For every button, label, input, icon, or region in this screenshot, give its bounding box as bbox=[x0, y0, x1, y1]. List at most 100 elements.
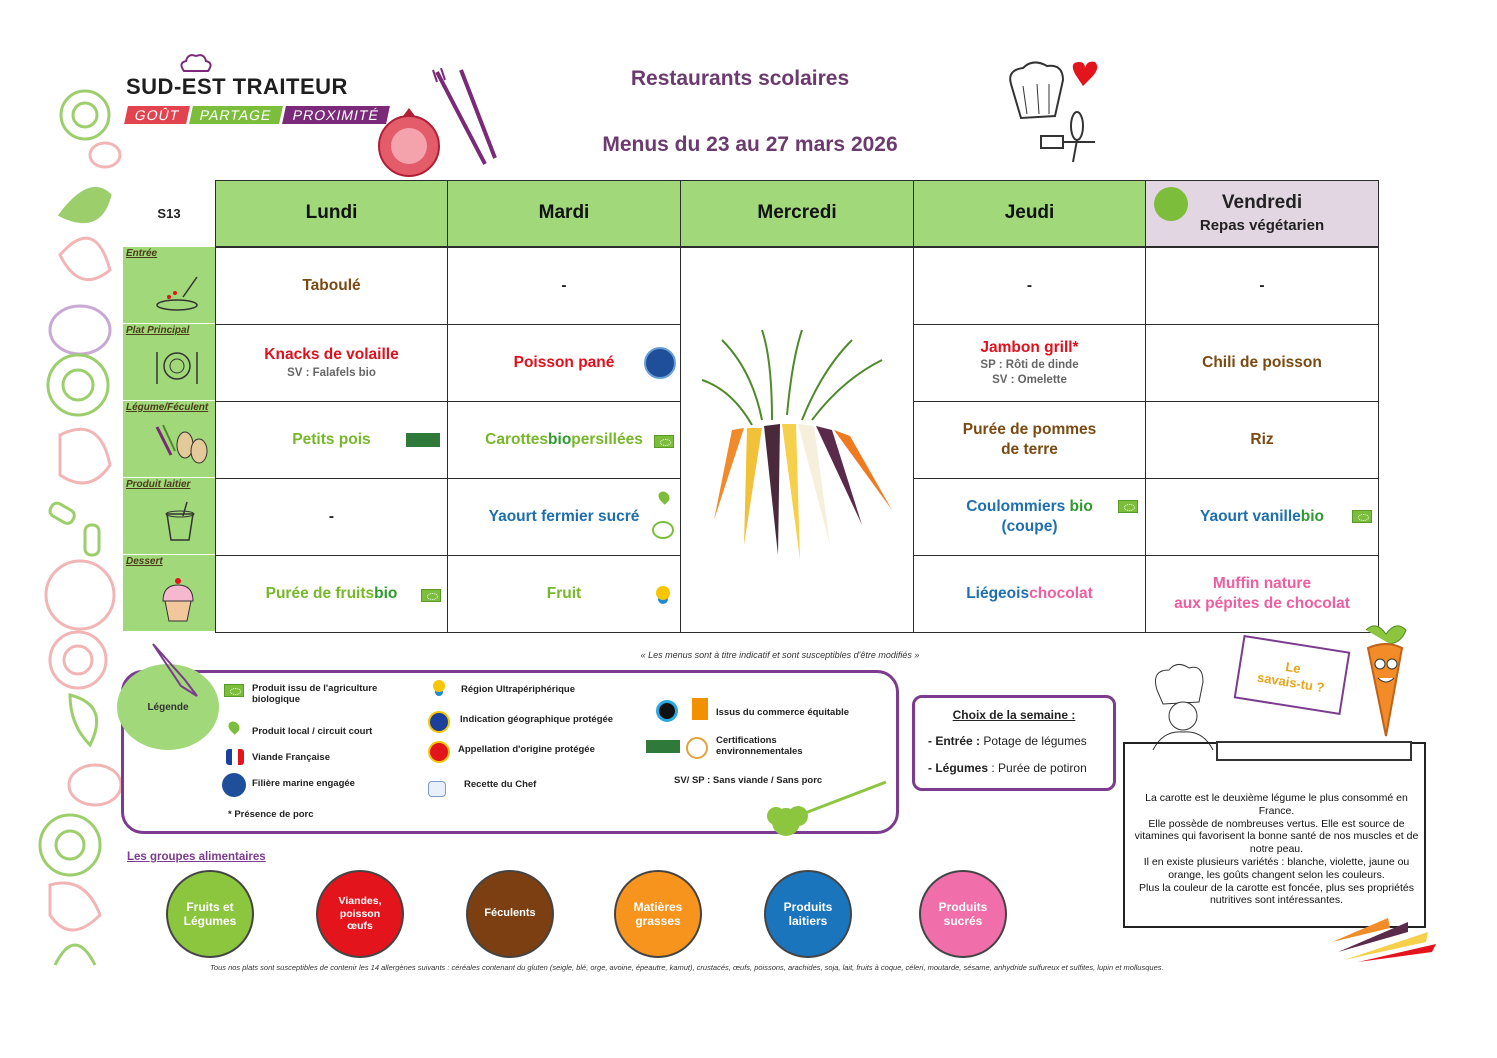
food-group-produits-sucres: Produits sucrés bbox=[919, 870, 1007, 958]
dish-name: Fruit bbox=[546, 584, 582, 602]
aop-seal-icon bbox=[428, 741, 450, 763]
lundi-dessert: Purée de fruits bio bbox=[215, 555, 448, 633]
choice-entree-value: Potage de légumes bbox=[980, 734, 1087, 748]
mardi-entree: - bbox=[447, 247, 681, 325]
fact-box: La carotte est le deuxième légume le plu… bbox=[1123, 741, 1426, 928]
dish-name: Coulommiers bbox=[966, 497, 1070, 515]
day-name: Lundi bbox=[305, 202, 358, 224]
mardi-dessert: Fruit bbox=[447, 555, 681, 633]
fact-paragraph: La carotte est le deuxième légume le plu… bbox=[1145, 792, 1408, 817]
plate-icon bbox=[156, 276, 198, 311]
jeudi-legume: Purée de pommes de terre bbox=[913, 401, 1146, 479]
day-header-lundi: Lundi bbox=[215, 180, 448, 247]
food-group-produits-laitiers: Produits laitiers bbox=[764, 870, 852, 958]
rup-sun-icon bbox=[656, 586, 670, 600]
broccoli-fork-illustration bbox=[767, 780, 887, 836]
food-group-label: Produits laitiers bbox=[783, 899, 833, 928]
legend-rup: Région Ultrapériphérique bbox=[461, 684, 576, 695]
marine-label-icon bbox=[644, 347, 676, 379]
dish-name-line1: Muffin nature bbox=[1212, 574, 1312, 592]
torn-paper-edge bbox=[1216, 741, 1412, 761]
vendredi-legume: Riz bbox=[1145, 401, 1379, 479]
legend-env: Certifications environnementales bbox=[716, 735, 803, 757]
choice-legumes-value: : Purée de potiron bbox=[988, 761, 1087, 775]
legend-bio: Produit issu de l'agriculture biologique bbox=[252, 683, 378, 705]
day-name: Mercredi bbox=[757, 202, 837, 224]
food-groups-title: Les groupes alimentaires bbox=[127, 851, 266, 863]
choice-entree-label: - Entrée : bbox=[928, 734, 981, 748]
vegetarian-badge-icon bbox=[1154, 187, 1188, 221]
legend-chef: Recette du Chef bbox=[464, 779, 537, 790]
jeudi-plat: Jambon grill* SP : Rôti de dinde SV : Om… bbox=[913, 324, 1146, 402]
environment-label-icon bbox=[646, 740, 680, 753]
bio-leaf-icon bbox=[224, 684, 244, 697]
dish-alternative: SV : Falafels bio bbox=[287, 366, 376, 379]
brand-tag-gout: GOÛT bbox=[124, 106, 191, 124]
legend-vf: Viande Française bbox=[252, 752, 330, 763]
row-label-text: Produit laitier bbox=[126, 479, 191, 490]
carrots-photo bbox=[701, 329, 892, 560]
mercredi-closed bbox=[680, 247, 914, 633]
chef-hat-icon bbox=[180, 54, 212, 72]
row-label-text: Plat Principal bbox=[126, 325, 190, 336]
legend-title: Légende bbox=[147, 701, 189, 713]
page-title: Restaurants scolaires bbox=[630, 67, 850, 90]
food-group-viandes: Viandes, poisson œufs bbox=[316, 870, 404, 958]
fact-paragraph: Plus la couleur de la carotte est foncée… bbox=[1139, 881, 1414, 907]
choice-title: Choix de la semaine : bbox=[952, 708, 1076, 722]
jeudi-dessert: Liégeois chocolat bbox=[913, 555, 1146, 633]
bio-leaf-icon bbox=[421, 589, 441, 602]
dish-name: Purée de fruits bbox=[265, 584, 375, 602]
day-name: Mardi bbox=[538, 202, 590, 224]
food-group-label: Féculents bbox=[484, 907, 536, 920]
pomegranate-cutlery-illustration bbox=[378, 68, 497, 177]
dish-name: Jambon grill* bbox=[980, 338, 1079, 356]
choice-legumes: - Légumes : Purée de potiron bbox=[928, 761, 1087, 775]
fact-paragraph: Elle possède de nombreuses vertus. Elle … bbox=[1134, 817, 1419, 856]
brand-logo bbox=[126, 50, 386, 130]
legend-badge: Légende bbox=[117, 664, 219, 750]
lundi-entree: Taboulé bbox=[215, 247, 448, 325]
dish-name: Yaourt fermier sucré bbox=[488, 507, 640, 525]
row-label-entree: Entrée bbox=[123, 247, 215, 324]
dish-name: Carottes bbox=[485, 430, 549, 448]
label-badge-icon bbox=[652, 521, 674, 539]
carrot-mascot-illustration bbox=[1365, 625, 1407, 737]
choice-legumes-label: - Légumes bbox=[928, 761, 989, 775]
dish-name-line2: de terre bbox=[1001, 441, 1058, 458]
day-name: Vendredi bbox=[1221, 192, 1303, 214]
food-group-label: Viandes, poisson œufs bbox=[338, 895, 382, 933]
food-group-fruits-legumes: Fruits et Légumes bbox=[166, 870, 254, 958]
row-label-plat: Plat Principal bbox=[123, 324, 215, 401]
food-group-label: Fruits et Légumes bbox=[183, 899, 237, 928]
row-label-legume: Légume/Féculent bbox=[123, 401, 215, 478]
day-header-mardi: Mardi bbox=[447, 180, 681, 247]
vendredi-entree: - bbox=[1145, 247, 1379, 325]
dish-name-line2: aux pépites de chocolat bbox=[1174, 595, 1350, 612]
lundi-plat: Knacks de volaille SV : Falafels bio bbox=[215, 324, 448, 402]
plate-cutlery-icon bbox=[156, 352, 198, 384]
fact-paragraph: Il en existe plusieurs variétés : blanch… bbox=[1143, 855, 1410, 881]
local-pin-icon bbox=[656, 489, 672, 505]
lundi-laitier: - bbox=[215, 478, 448, 556]
legend-marine: Filière marine engagée bbox=[252, 778, 355, 789]
food-group-label: Matières grasses bbox=[633, 899, 683, 928]
choice-entree: - Entrée : Potage de légumes bbox=[928, 734, 1087, 748]
label-badge-icon bbox=[406, 433, 440, 447]
brand-tag-proximite: PROXIMITÉ bbox=[282, 106, 390, 124]
decorative-vegetables-border bbox=[38, 89, 123, 966]
day-header-mercredi: Mercredi bbox=[680, 180, 914, 247]
fairtrade-icon bbox=[656, 700, 678, 722]
bio-leaf-icon bbox=[654, 435, 674, 448]
bio-word: bio bbox=[1069, 497, 1093, 515]
igp-seal-icon bbox=[428, 711, 450, 733]
bio-word: bio bbox=[548, 430, 572, 448]
vegetables-icon bbox=[155, 424, 208, 464]
dish-name-accent: chocolat bbox=[1029, 584, 1093, 602]
jeudi-entree: - bbox=[913, 247, 1146, 325]
vendredi-plat: Chili de poisson bbox=[1145, 324, 1379, 402]
hve-label-icon bbox=[686, 737, 708, 759]
viande-francaise-icon bbox=[226, 749, 244, 765]
fair-for-life-icon bbox=[692, 698, 708, 720]
row-label-text: Entrée bbox=[126, 248, 158, 259]
